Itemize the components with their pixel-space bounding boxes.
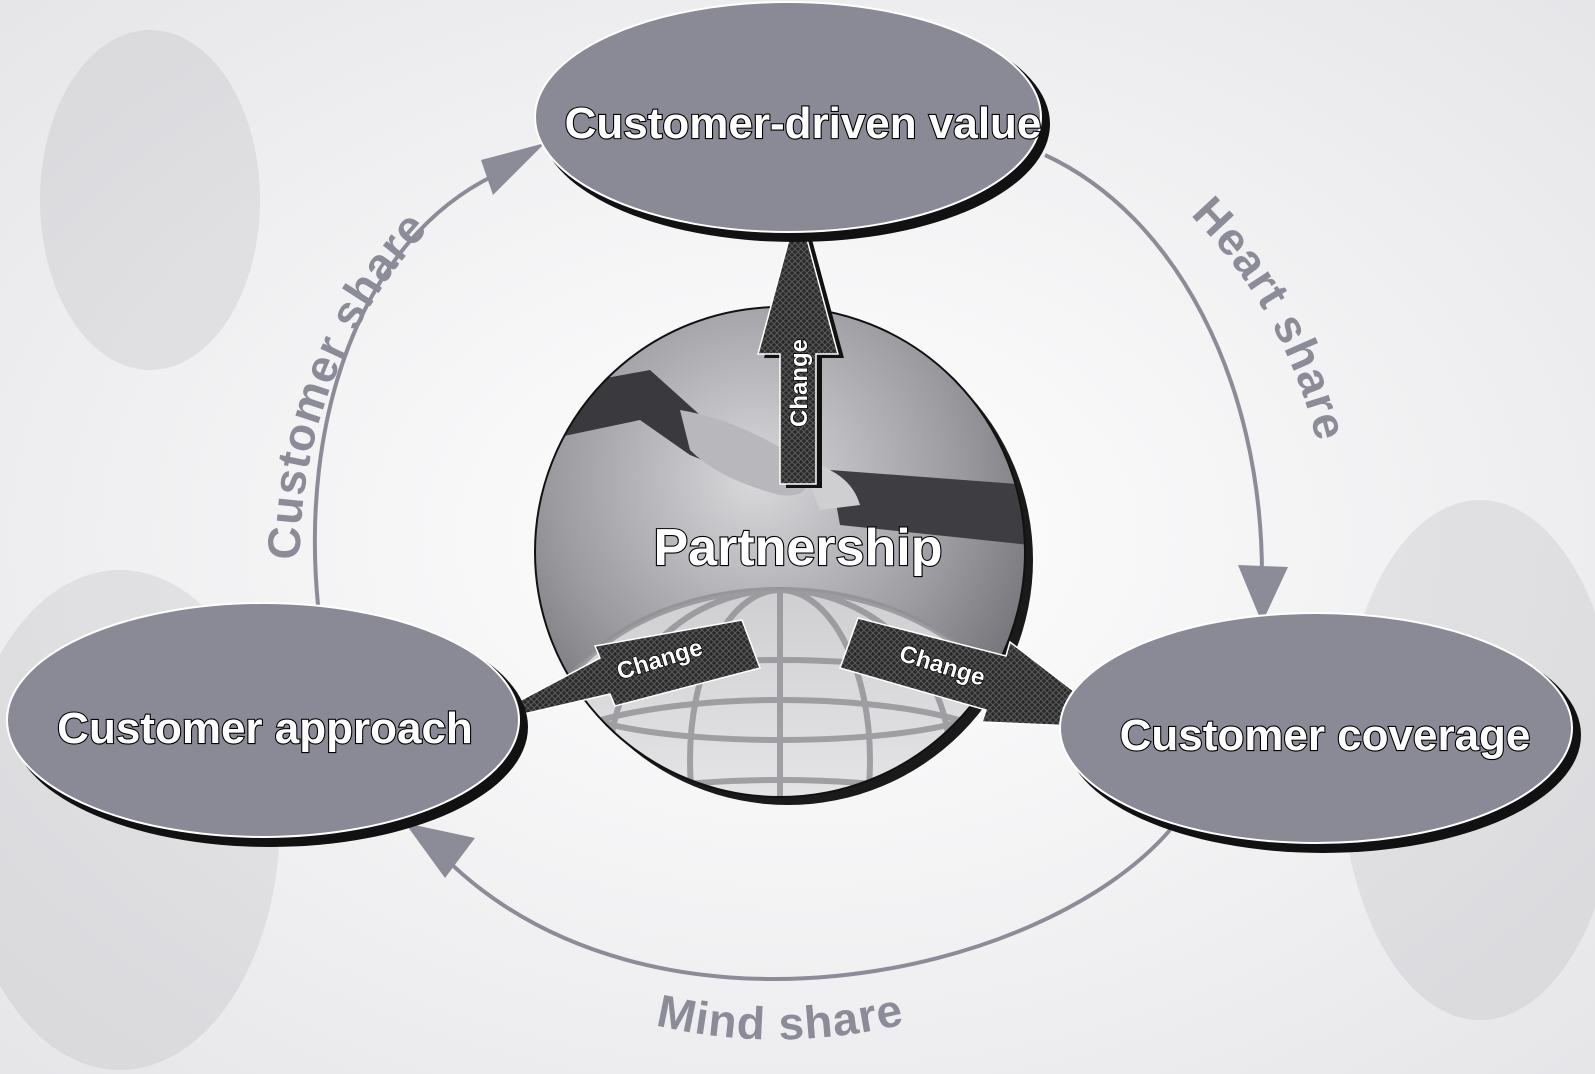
node-label-customer-coverage: Customer coverage [1120,711,1531,760]
cycle-arrowheads [405,143,1288,878]
change-arrow-up: Change [757,203,844,488]
connector-bottom [443,828,1172,981]
arrowhead-right [1238,565,1288,623]
arrowhead-left [481,143,545,195]
change-arrow-left: Change [471,619,761,727]
handshake-image [540,370,1025,545]
node-label-customer-driven-value: Customer-driven value [565,99,1042,148]
cycle-connectors [312,153,1264,981]
connector-left [312,173,496,606]
partnership-label: Partnership [654,519,943,577]
node-customer-approach: Customer approach [6,602,528,847]
change-arrow-right: Change [839,617,1125,729]
node-customer-driven-value: Customer-driven value [534,1,1050,242]
change-label-up: Change [786,339,813,427]
node-customer-coverage: Customer coverage [1059,612,1581,853]
node-label-customer-approach: Customer approach [57,704,473,753]
connector-right [1044,153,1264,576]
arrowhead-bottom [405,823,475,878]
